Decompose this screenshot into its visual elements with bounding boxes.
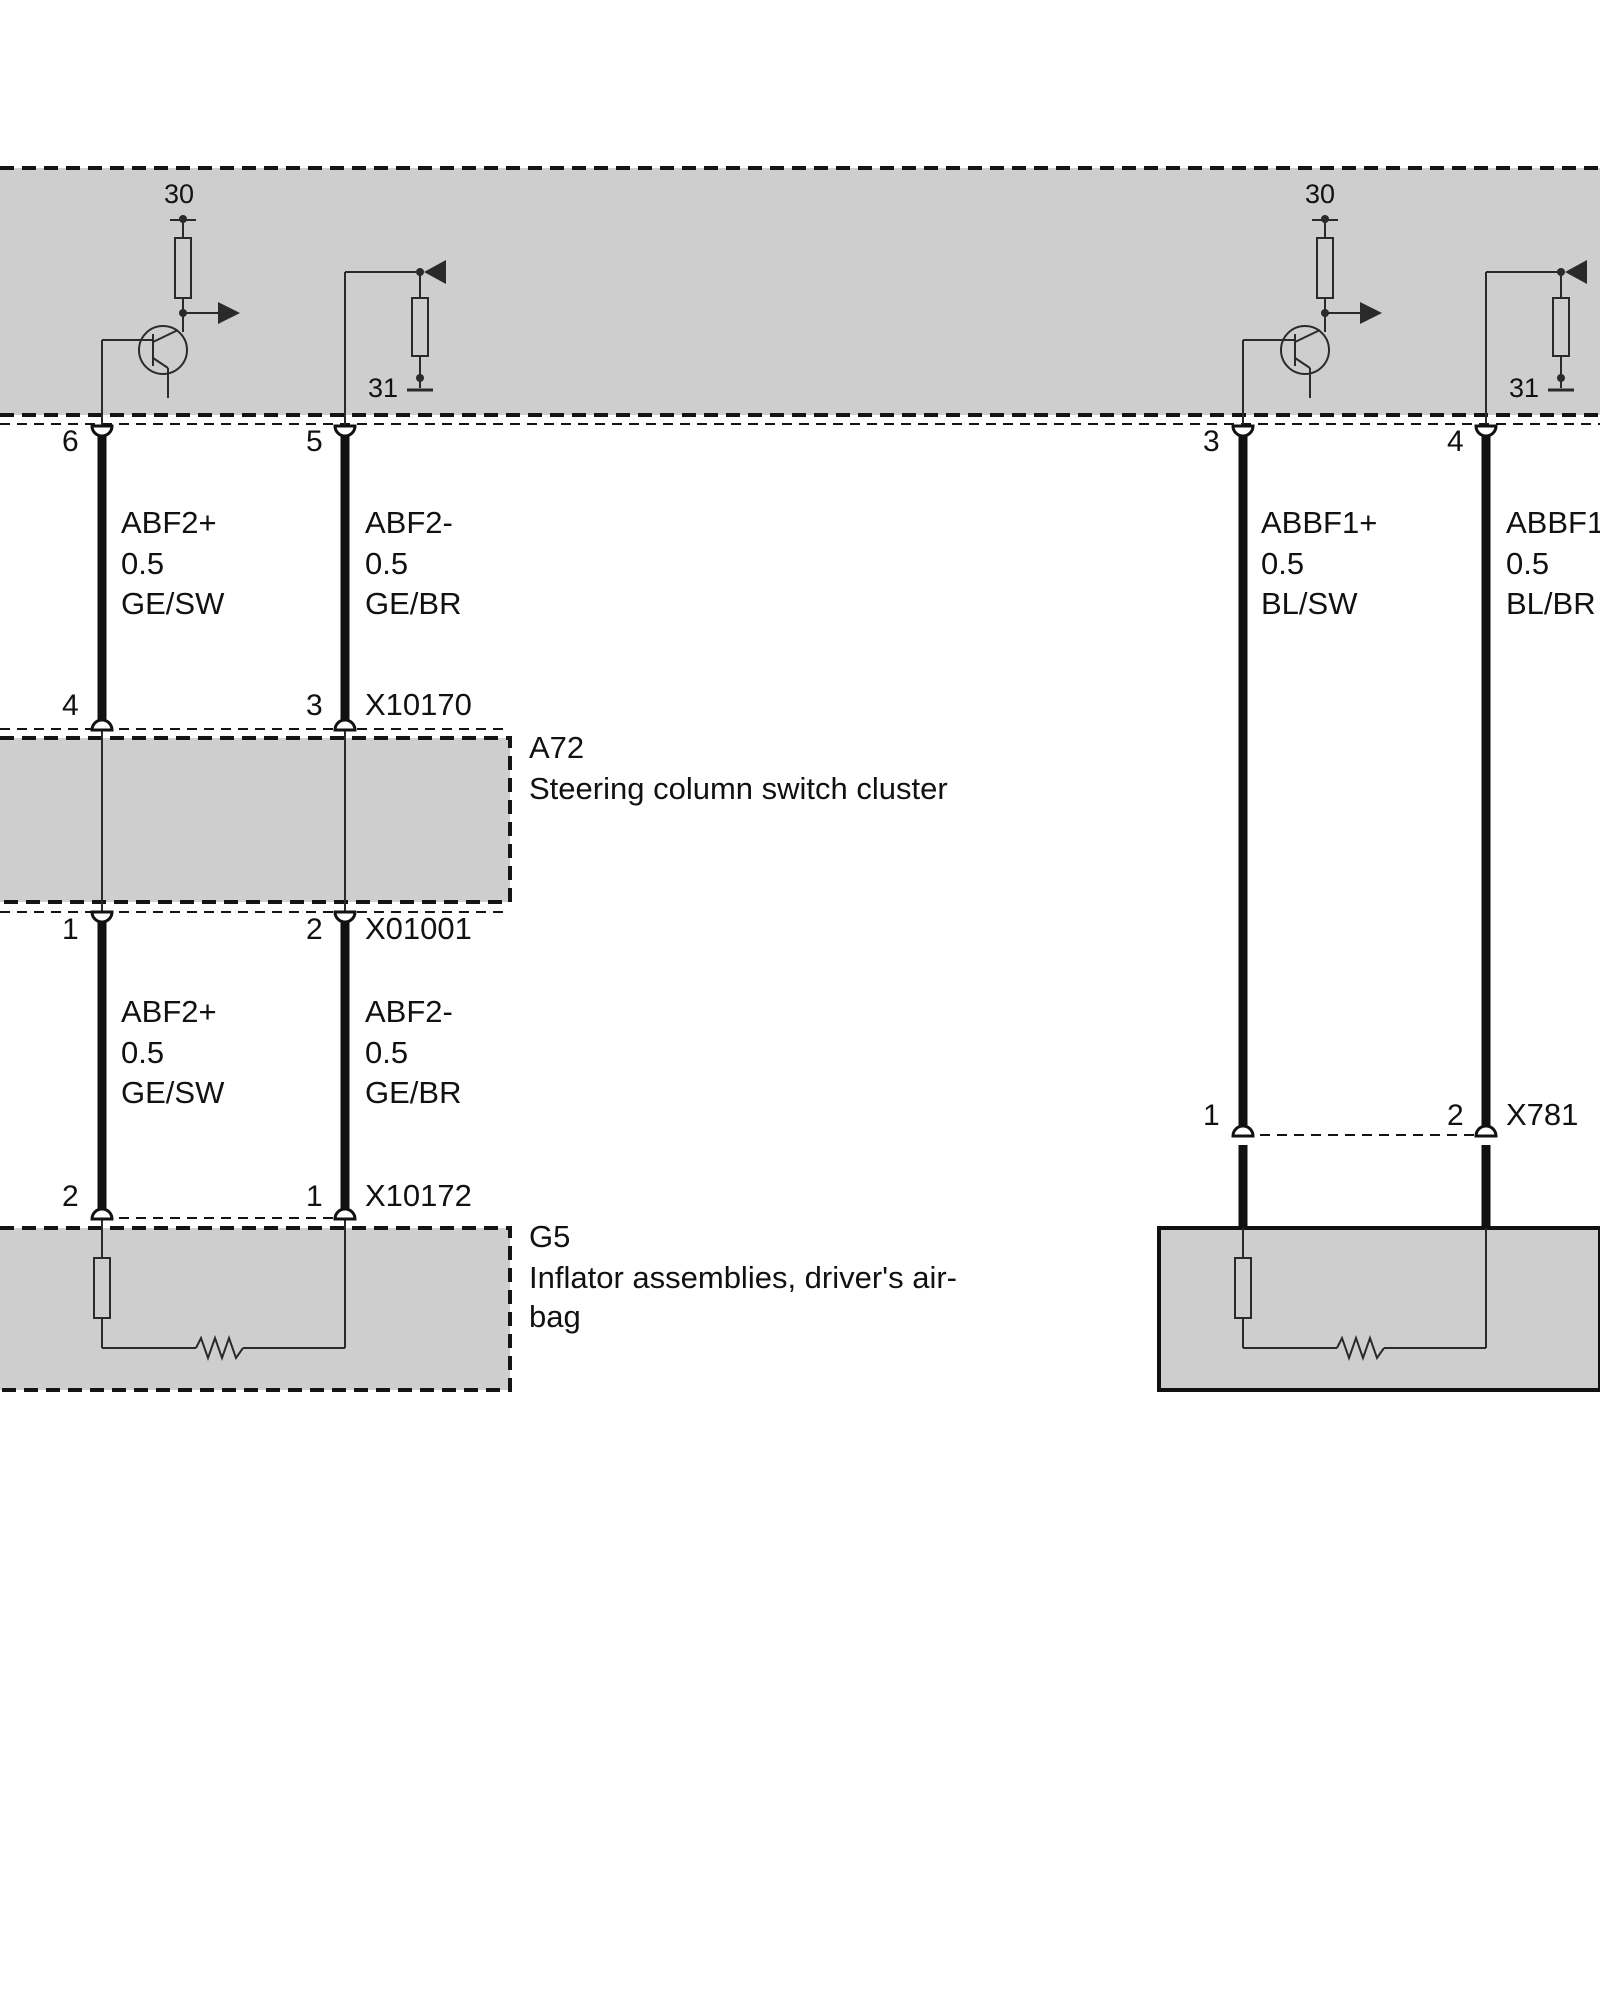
ground-label-31: 31 [1509,373,1539,403]
heating-element-icon [195,1334,244,1362]
wire-color: BL/SW [1261,586,1358,621]
wire-label-abbf1-plus: ABBF1+ 0.5 BL/SW [1261,505,1377,621]
component-id: A72 [529,730,584,765]
wire-color: GE/SW [121,586,225,621]
signal-arrow-icon [1360,302,1382,324]
transistor-driver-left [101,215,240,425]
wire-color: BL/BR [1506,586,1596,621]
pulldown-left [344,260,446,425]
connector-x10172: 2 1 X10172 [62,1178,472,1213]
connector-x01001: 1 2 X01001 [62,911,472,946]
pin-number: 6 [62,425,79,458]
pin-marker [90,424,114,438]
component-description: bag [529,1299,581,1334]
steering-column-switch-cluster [0,725,512,915]
ground-label-31: 31 [368,373,398,403]
wire-gauge: 0.5 [365,1035,408,1070]
connector-name: X01001 [365,911,472,946]
squib-resistor-right [1234,1257,1252,1319]
power-label-30: 30 [1305,179,1335,209]
wire-gauge: 0.5 [121,546,164,581]
pin-number: 1 [62,913,79,946]
pullup-resistor-left [174,237,192,299]
connector-name: X781 [1506,1097,1578,1132]
wire-color: GE/BR [365,586,461,621]
pin-number: 1 [306,1180,323,1213]
heating-element-icon [1336,1334,1385,1362]
pulldown-right [1485,260,1587,425]
wire-gauge: 0.5 [1261,546,1304,581]
pin-marker [1231,1124,1255,1138]
pin-marker [90,1207,114,1221]
wire-signal: ABF2- [365,505,453,540]
control-unit-housing [0,168,1600,415]
component-description: Inflator assemblies, driver's air- [529,1260,957,1295]
wire-label-abf2-minus-upper: ABF2- 0.5 GE/BR [365,505,461,621]
power-label-30: 30 [164,179,194,209]
wire-gauge: 0.5 [121,1035,164,1070]
pin-marker [1474,1124,1498,1138]
pulldown-resistor-right [1552,297,1570,357]
connector-name: X10172 [365,1178,472,1213]
pin-marker [90,910,114,924]
pin-marker [333,1207,357,1221]
pin-number: 2 [306,913,323,946]
inflator-assembly-right [1157,1134,1600,1392]
pin-number: 4 [62,689,79,722]
pin-marker [333,910,357,924]
pin-number: 3 [1203,425,1220,458]
transistor-icon [1280,325,1330,375]
pulldown-resistor-left [411,297,429,357]
wire-label-abf2-minus-lower: ABF2- 0.5 GE/BR [365,994,461,1110]
component-description: Steering column switch cluster [529,771,948,806]
pin-marker [90,718,114,732]
pin-number: 3 [306,689,323,722]
pin-number: 4 [1447,425,1464,458]
signal-arrow-icon [1565,260,1587,284]
inflator-assembly-left [0,1210,512,1392]
pin-number: 2 [62,1180,79,1213]
transistor-driver-right [1242,215,1382,425]
pin-number: 2 [1447,1099,1464,1132]
wire-label-abf2-plus-lower: ABF2+ 0.5 GE/SW [121,994,225,1110]
pin-marker [333,424,357,438]
component-label-g5: G5 Inflator assemblies, driver's air- ba… [529,1219,957,1334]
connector-x10170: 4 3 X10170 [62,687,472,722]
wire-label-abf2-plus-upper: ABF2+ 0.5 GE/SW [121,505,225,621]
squib-resistor-left [93,1257,111,1319]
wire-color: GE/SW [121,1075,225,1110]
connector-name: X10170 [365,687,472,722]
transistor-icon [138,325,188,375]
wire-signal: ABBF1 [1506,505,1600,540]
wire-gauge: 0.5 [365,546,408,581]
wire-color: GE/BR [365,1075,461,1110]
pullup-resistor-right [1316,237,1334,299]
signal-arrow-icon [218,302,240,324]
pin-marker [1231,424,1255,438]
wire-label-abbf1-minus: ABBF1 0.5 BL/BR [1506,505,1600,621]
component-label-a72: A72 Steering column switch cluster [529,730,948,806]
wire-harness [97,425,1491,1228]
pin-marker [1474,424,1498,438]
pin-markers [90,424,1498,1221]
wire-signal: ABF2+ [121,505,217,540]
wire-signal: ABF2+ [121,994,217,1029]
pin-number: 1 [1203,1099,1220,1132]
pin-number: 5 [306,425,323,458]
wire-signal: ABBF1+ [1261,505,1377,540]
control-unit: 30 30 31 31 [0,166,1600,425]
pin-marker [333,718,357,732]
wire-signal: ABF2- [365,994,453,1029]
signal-arrow-icon [424,260,446,284]
component-id: G5 [529,1219,570,1254]
connector-x781: 1 2 X781 [1203,1097,1578,1132]
wire-gauge: 0.5 [1506,546,1549,581]
